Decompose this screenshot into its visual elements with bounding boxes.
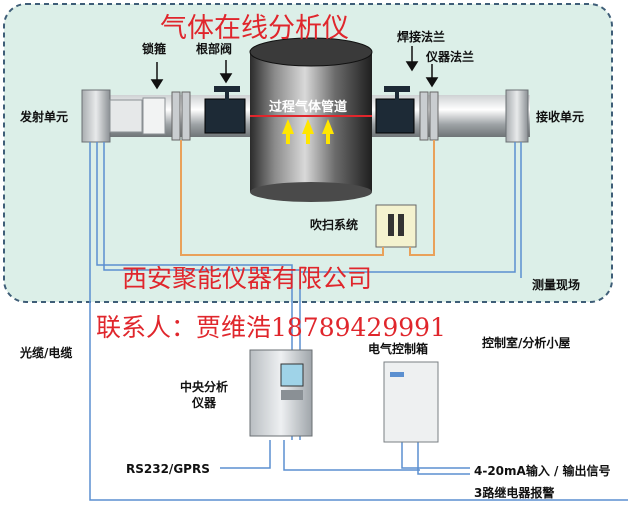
emitter-label: 发射单元 <box>20 110 69 124</box>
root-valve-label: 根部阀 <box>196 42 233 56</box>
purge-system-box <box>375 204 417 248</box>
emitter-unit <box>81 89 111 143</box>
analyzer-keypad <box>281 390 303 400</box>
central-analyzer-label-line2: 仪器 <box>192 396 217 410</box>
rs232-label: RS232/GPRS <box>126 462 210 476</box>
company-contact: 联系人：贾维浩18789429991 <box>96 313 446 342</box>
analyzer-screen <box>280 363 304 387</box>
right-flange-a <box>419 91 429 141</box>
gas-flow-arrows <box>282 119 334 144</box>
right-valve-stem <box>395 90 399 100</box>
process-pipe-bottom <box>250 182 372 202</box>
weld-flange-label: 焊接法兰 <box>397 30 446 44</box>
diagram-title: 气体在线分析仪 <box>160 13 349 44</box>
control-room-label: 控制室/分析小屋 <box>482 336 571 350</box>
right-valve-body <box>375 98 415 134</box>
lock-nut <box>142 97 166 135</box>
receiver-label: 接收单元 <box>536 110 585 124</box>
root-valve-handle <box>214 86 240 92</box>
process-pipe <box>250 52 372 192</box>
emitter-body <box>109 99 143 133</box>
left-flange-b <box>181 91 191 141</box>
process-pipe-label: 过程气体管道 <box>269 100 348 115</box>
root-valve-stem <box>225 90 229 100</box>
relay-alarm-label: 3路继电器报警 <box>474 486 555 500</box>
right-flange-b <box>429 91 439 141</box>
cable-label: 光缆/电缆 <box>20 346 73 360</box>
purge-switch-2 <box>398 214 404 236</box>
instrument-flange-label: 仪器法兰 <box>426 50 475 64</box>
label-pointers <box>150 46 439 90</box>
central-analyzer-label-line1: 中央分析 <box>180 380 229 394</box>
lock-nut-label: 锁箍 <box>142 42 167 56</box>
right-valve-handle <box>384 86 410 92</box>
purge-lines <box>180 140 435 256</box>
purge-switch-1 <box>388 214 394 236</box>
process-pipe-top <box>249 37 373 67</box>
control-box-label: 电气控制箱 <box>368 342 429 356</box>
root-valve-body <box>204 98 246 134</box>
purge-system-label: 吹扫系统 <box>310 218 359 232</box>
company-name: 西安聚能仪器有限公司 <box>122 264 373 293</box>
field-zone-label: 测量现场 <box>532 278 581 292</box>
signal-io-label: 4-20mA输入 / 输出信号 <box>474 464 611 478</box>
control-box-badge <box>390 372 404 377</box>
receiver-unit <box>505 89 529 143</box>
left-flange-a <box>171 91 181 141</box>
